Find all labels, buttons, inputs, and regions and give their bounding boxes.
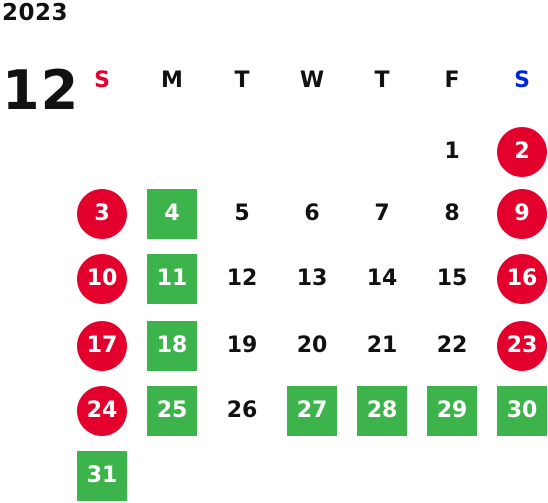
weekend-marker [497, 321, 547, 371]
calendar-year: 2023 [2, 0, 69, 26]
calendar-day-28[interactable]: 28 [357, 386, 407, 436]
calendar-day-2[interactable]: 2 [497, 127, 547, 177]
holiday-marker [357, 386, 407, 436]
day-number: 26 [226, 398, 258, 423]
holiday-marker [147, 254, 197, 304]
weekday-header-tue: T [234, 68, 250, 93]
day-number: 30 [506, 398, 538, 423]
day-number: 5 [234, 201, 250, 226]
weekday-header-mon: M [161, 68, 183, 93]
day-number: 2 [514, 139, 530, 164]
calendar-day-5[interactable]: 5 [217, 189, 267, 239]
day-number: 4 [164, 201, 180, 226]
weekday-header-wed: W [299, 68, 325, 93]
day-number: 3 [94, 201, 110, 226]
calendar-day-12[interactable]: 12 [217, 254, 267, 304]
holiday-marker [427, 386, 477, 436]
calendar-day-20[interactable]: 20 [287, 321, 337, 371]
calendar-day-3[interactable]: 3 [77, 189, 127, 239]
calendar-day-10[interactable]: 10 [77, 254, 127, 304]
holiday-marker [147, 321, 197, 371]
calendar-day-1[interactable]: 1 [427, 127, 477, 177]
day-number: 19 [226, 333, 258, 358]
calendar-day-25[interactable]: 25 [147, 386, 197, 436]
calendar-day-16[interactable]: 16 [497, 254, 547, 304]
day-number: 13 [296, 266, 328, 291]
weekend-marker [77, 386, 127, 436]
weekend-marker [77, 189, 127, 239]
calendar-day-8[interactable]: 8 [427, 189, 477, 239]
holiday-marker [77, 451, 127, 501]
calendar-day-14[interactable]: 14 [357, 254, 407, 304]
weekday-header-sat: S [514, 68, 530, 93]
calendar-day-9[interactable]: 9 [497, 189, 547, 239]
calendar-month: 12 [2, 59, 80, 122]
day-number: 21 [366, 333, 398, 358]
day-number: 27 [296, 398, 328, 423]
day-number: 12 [226, 266, 258, 291]
day-number: 17 [86, 333, 118, 358]
calendar-day-7[interactable]: 7 [357, 189, 407, 239]
holiday-marker [147, 189, 197, 239]
calendar-day-29[interactable]: 29 [427, 386, 477, 436]
day-number: 1 [444, 139, 460, 164]
weekday-header-thu: T [374, 68, 390, 93]
calendar-day-15[interactable]: 15 [427, 254, 477, 304]
day-number: 11 [156, 266, 188, 291]
weekday-header-fri: F [444, 68, 460, 93]
calendar-day-18[interactable]: 18 [147, 321, 197, 371]
calendar-day-13[interactable]: 13 [287, 254, 337, 304]
day-number: 15 [436, 266, 468, 291]
day-number: 14 [366, 266, 398, 291]
weekend-marker [77, 254, 127, 304]
day-number: 7 [374, 201, 390, 226]
calendar-day-31[interactable]: 31 [77, 451, 127, 501]
calendar-day-4[interactable]: 4 [147, 189, 197, 239]
weekend-marker [497, 189, 547, 239]
holiday-marker [497, 386, 547, 436]
calendar-day-11[interactable]: 11 [147, 254, 197, 304]
holiday-marker [287, 386, 337, 436]
weekend-marker [497, 127, 547, 177]
calendar-day-22[interactable]: 22 [427, 321, 477, 371]
day-number: 31 [86, 463, 118, 488]
day-number: 10 [86, 266, 118, 291]
day-number: 20 [296, 333, 328, 358]
weekday-header-sun: S [94, 68, 110, 93]
day-number: 28 [366, 398, 398, 423]
weekend-marker [497, 254, 547, 304]
calendar-day-23[interactable]: 23 [497, 321, 547, 371]
day-number: 8 [444, 201, 460, 226]
calendar-day-26[interactable]: 26 [217, 386, 267, 436]
calendar-day-6[interactable]: 6 [287, 189, 337, 239]
weekend-marker [77, 321, 127, 371]
day-number: 24 [86, 398, 118, 423]
day-number: 22 [436, 333, 468, 358]
day-number: 25 [156, 398, 188, 423]
day-number: 23 [506, 333, 538, 358]
day-number: 16 [506, 266, 538, 291]
day-number: 29 [436, 398, 468, 423]
calendar-day-21[interactable]: 21 [357, 321, 407, 371]
day-number: 9 [514, 201, 530, 226]
calendar-day-17[interactable]: 17 [77, 321, 127, 371]
holiday-marker [147, 386, 197, 436]
calendar-day-30[interactable]: 30 [497, 386, 547, 436]
calendar-day-24[interactable]: 24 [77, 386, 127, 436]
day-number: 6 [304, 201, 320, 226]
calendar-day-19[interactable]: 19 [217, 321, 267, 371]
day-number: 18 [156, 333, 188, 358]
calendar-day-27[interactable]: 27 [287, 386, 337, 436]
